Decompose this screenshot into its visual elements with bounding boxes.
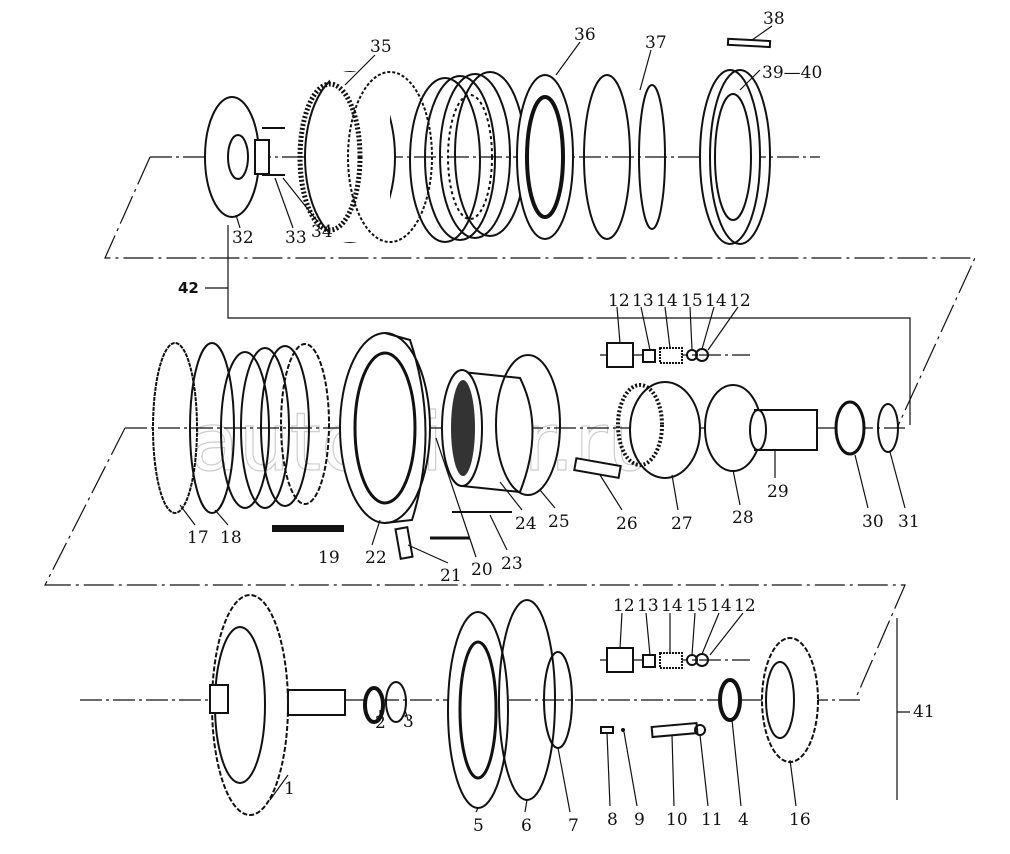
label-30: 30 bbox=[862, 512, 884, 532]
label-12: 12 bbox=[608, 291, 630, 311]
label-34: 34 bbox=[311, 222, 333, 242]
label-13: 13 bbox=[632, 291, 654, 311]
label-14: 14 bbox=[705, 291, 727, 311]
label-35: 35 bbox=[370, 37, 392, 57]
label-16: 16 bbox=[789, 810, 811, 830]
label-15: 15 bbox=[686, 596, 708, 616]
label-8: 8 bbox=[607, 810, 618, 830]
label-21: 21 bbox=[440, 566, 462, 586]
label-14: 14 bbox=[656, 291, 678, 311]
label-17: 17 bbox=[187, 528, 209, 548]
leader-lines bbox=[179, 25, 906, 813]
label-27: 27 bbox=[671, 514, 693, 534]
label-37: 37 bbox=[645, 33, 667, 53]
label-9: 9 bbox=[634, 810, 645, 830]
label-10: 10 bbox=[666, 810, 688, 830]
label-11: 11 bbox=[701, 810, 723, 830]
label-22: 22 bbox=[365, 548, 387, 568]
label-14: 14 bbox=[661, 596, 683, 616]
label-13: 13 bbox=[637, 596, 659, 616]
label-41: 41 bbox=[913, 702, 935, 722]
label-1: 1 bbox=[284, 779, 295, 799]
label-28: 28 bbox=[732, 508, 754, 528]
label-23: 23 bbox=[501, 554, 523, 574]
label-18: 18 bbox=[220, 528, 242, 548]
label-39-40: 39—40 bbox=[762, 63, 822, 83]
label-20: 20 bbox=[471, 560, 493, 580]
label-14: 14 bbox=[710, 596, 732, 616]
label-42: 42 bbox=[178, 279, 199, 297]
label-33: 33 bbox=[285, 228, 307, 248]
label-19: 19 bbox=[318, 548, 340, 568]
parts-row2 bbox=[152, 332, 899, 560]
label-38: 38 bbox=[763, 9, 785, 29]
label-3: 3 bbox=[403, 712, 414, 732]
label-26: 26 bbox=[616, 514, 638, 534]
label-31: 31 bbox=[898, 512, 920, 532]
part-19 bbox=[272, 525, 344, 532]
label-25: 25 bbox=[548, 512, 570, 532]
parts-row3 bbox=[209, 594, 819, 816]
part-labels: 35 36 37 38 39—40 32 33 34 42 12 13 14 1… bbox=[178, 9, 935, 836]
label-15: 15 bbox=[681, 291, 703, 311]
assembly-frames bbox=[44, 156, 976, 800]
label-24: 24 bbox=[515, 514, 537, 534]
parts-row1 bbox=[204, 37, 772, 245]
label-12: 12 bbox=[729, 291, 751, 311]
label-6: 6 bbox=[521, 816, 532, 836]
label-12: 12 bbox=[613, 596, 635, 616]
label-2: 2 bbox=[375, 713, 386, 733]
label-5: 5 bbox=[473, 816, 484, 836]
label-4: 4 bbox=[738, 810, 749, 830]
label-32: 32 bbox=[232, 228, 254, 248]
label-36: 36 bbox=[574, 25, 596, 45]
label-29: 29 bbox=[767, 482, 789, 502]
label-12: 12 bbox=[734, 596, 756, 616]
label-7: 7 bbox=[568, 816, 579, 836]
